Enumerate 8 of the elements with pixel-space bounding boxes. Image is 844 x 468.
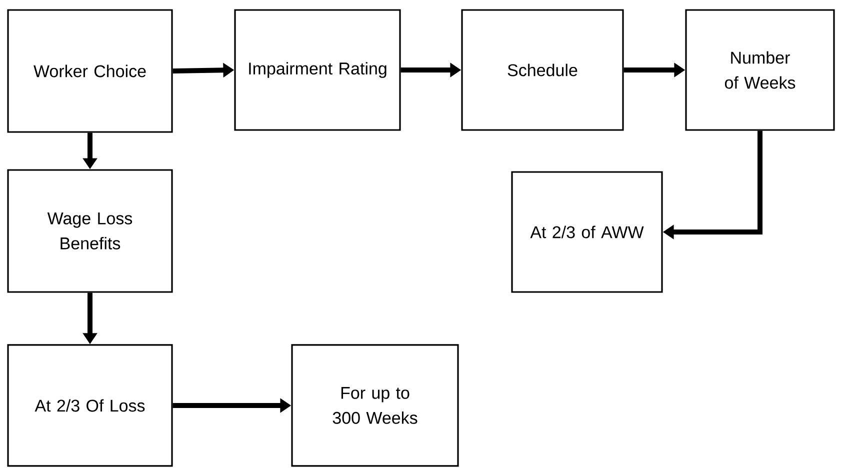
process-box: For up to 300 Weeks: [291, 344, 459, 467]
process-box: Number of Weeks: [685, 9, 835, 131]
process-box: Worker Choice: [7, 9, 173, 133]
process-box: At 2/3 of AWW: [511, 171, 663, 293]
process-box: Wage Loss Benefits: [7, 169, 173, 293]
process-box: Schedule: [461, 9, 624, 131]
process-box: Impairment Rating: [234, 9, 401, 131]
process-box: At 2/3 Of Loss: [7, 344, 173, 467]
